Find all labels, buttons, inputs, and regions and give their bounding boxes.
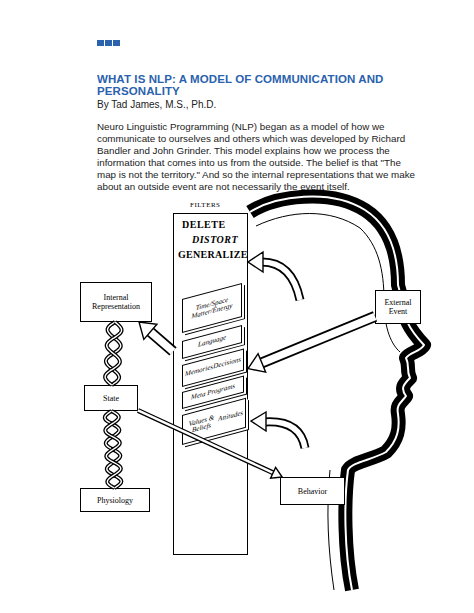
arrow-shaft	[262, 316, 375, 362]
arrow-shaft	[138, 410, 273, 472]
helix-strand	[105, 411, 121, 488]
helix-connector	[105, 322, 121, 385]
node-text: Internal Representation	[83, 293, 149, 311]
hollow-arrow	[139, 322, 173, 351]
node-text: Behavior	[298, 487, 327, 496]
node-text: Memories	[185, 364, 213, 379]
feedback-arrow-head	[248, 252, 263, 272]
node-text: Values & Beliefs	[185, 413, 218, 437]
feedback-arrow	[265, 422, 305, 448]
process-box: State	[84, 385, 138, 411]
head-profile	[250, 197, 424, 590]
head-contour	[256, 214, 400, 353]
intro-paragraph: Neuro Linguistic Programming (NLP) began…	[97, 121, 417, 193]
feedback-arrow	[262, 262, 300, 300]
node-text: Meta Programs	[191, 383, 235, 402]
node-text: Decisions	[214, 357, 242, 372]
helix-strand	[105, 322, 121, 385]
hollow-arrow	[248, 316, 375, 372]
filter-card: Time/Space Matter/Energy	[182, 283, 242, 333]
arrow-shaft	[138, 410, 273, 472]
process-box: Internal Representation	[80, 282, 152, 322]
arrow-head	[139, 322, 157, 339]
node-text: DELETE	[182, 219, 226, 230]
helix-strand	[105, 322, 121, 385]
feedback-arrow-head	[251, 412, 266, 431]
helix-connector	[105, 411, 122, 488]
page-title: WHAT IS NLP: A MODEL OF COMMUNICATION AN…	[97, 73, 467, 97]
node-text: Physiology	[97, 496, 133, 505]
helix-strand	[106, 322, 121, 385]
helix-strand	[106, 322, 121, 385]
node-text: Language	[198, 335, 226, 350]
node-text: Time/Space Matter/Energy	[185, 294, 239, 323]
arrow-shaft	[150, 332, 173, 352]
helix-strand	[105, 411, 121, 488]
hollow-arrow	[138, 410, 282, 478]
process-box: Physiology	[80, 488, 150, 512]
feedback-arrow	[265, 422, 305, 448]
node-text: State	[103, 394, 119, 403]
feedback-arrow	[262, 262, 300, 300]
header-square	[97, 40, 104, 46]
process-box: Behavior	[280, 477, 345, 505]
process-box: External Event	[375, 290, 421, 324]
node-text: External Event	[378, 298, 418, 316]
header-square	[105, 40, 112, 46]
arrow-head	[271, 467, 283, 478]
header-square	[113, 40, 120, 46]
node-text: GENERALIZE	[178, 249, 248, 260]
helix-strand	[105, 411, 122, 488]
node-text: DISTORT	[192, 234, 238, 245]
arrow-shaft	[150, 332, 173, 352]
helix-strand	[105, 411, 122, 488]
head-engraving	[250, 197, 424, 590]
arrow-head	[248, 354, 266, 373]
author-byline: By Tad James, M.S., Ph.D.	[97, 99, 457, 110]
node-text: Attitudes	[219, 410, 244, 424]
arrow-shaft	[262, 316, 375, 362]
filter-box: FILTERSDELETEDISTORTGENERALIZETime/Space…	[173, 213, 248, 555]
node-text: FILTERS	[190, 201, 220, 209]
